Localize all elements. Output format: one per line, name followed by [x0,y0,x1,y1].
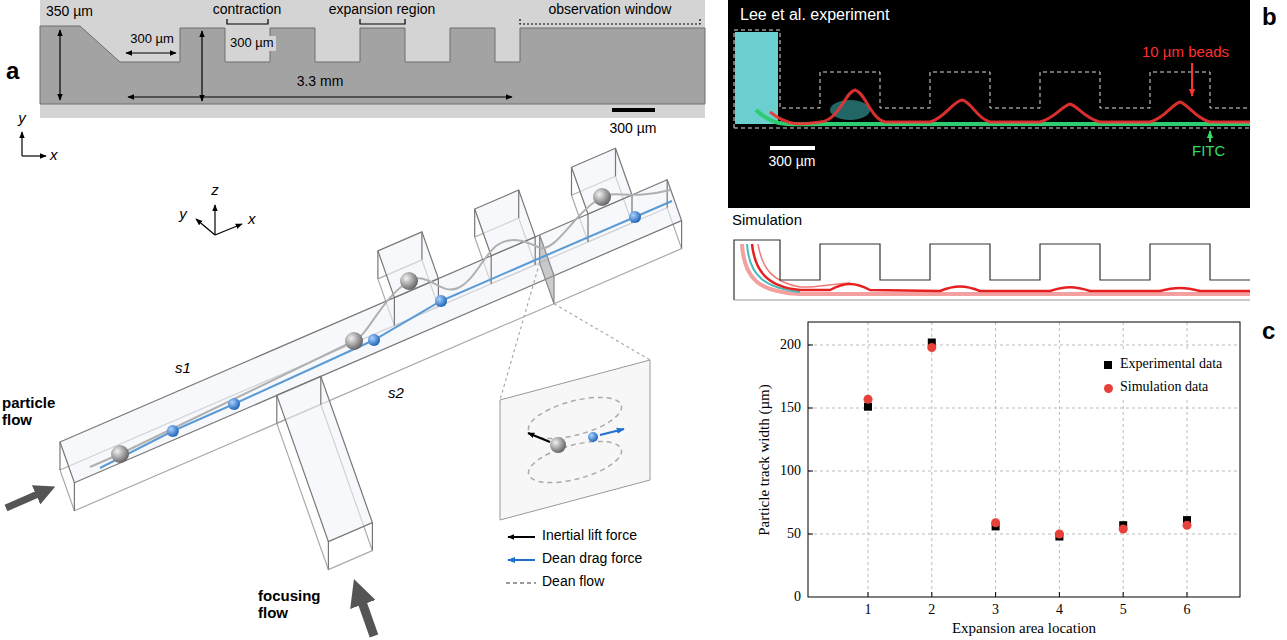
callout-label: FITC [1192,143,1225,160]
axes-3d [196,205,242,235]
dimension-label: 300 µm [128,32,176,47]
legend-text: Dean flow [542,574,604,590]
axis-title: Particle track width (µm) [756,384,773,536]
flow-label: particle flow [2,395,74,429]
panel-letter: c [1262,318,1275,345]
legend-text: Inertial lift force [542,528,637,544]
axis-letter: x [50,147,58,164]
tick-label: 0 [794,589,801,605]
channel-3d [60,148,682,569]
axis-letter: x [248,211,256,228]
dimension-label: 350 µm [44,4,95,20]
simulation-points [864,343,1192,539]
tick-label: 50 [787,526,801,542]
tick-label: 2 [928,602,935,618]
dimension-label: 3.3 mm [295,74,346,90]
cross-section-inset [500,360,650,520]
legend-ground [1095,352,1238,400]
chart-grid [808,322,1240,597]
axes-2d [22,132,46,156]
tick-label: 1 [865,602,872,618]
tick-label: 150 [780,400,801,416]
wall-label: s2 [388,385,404,402]
axis-letter: y [18,110,26,127]
region-label: observation window [547,2,674,18]
tick-label: 3 [992,602,999,618]
flow-label: focusing flow [258,588,342,622]
dimension-lines [60,19,700,101]
scale-label: 300 µm [610,121,657,137]
tick-label: 100 [780,463,801,479]
chart-frame [808,322,1240,597]
tick-label: 6 [1184,602,1191,618]
tick-label: 200 [780,337,801,353]
tick-label: 4 [1056,602,1063,618]
legend-swatch [1104,384,1113,393]
flow-arrows [6,494,374,636]
panel-letter: a [6,58,19,85]
axis-letter: z [211,182,219,199]
simulation-image [734,240,1250,300]
image-title: Simulation [732,212,802,229]
experiment-image [728,0,1250,208]
image-title: Lee et al. experiment [740,6,889,24]
dimension-label: 300 µm [228,36,276,51]
region-label: contraction [211,2,283,18]
micrograph [40,0,705,118]
callout-label: 10 µm beads [1142,44,1229,61]
tick-label: 5 [1120,602,1127,618]
axis-title: Expansion area location [952,620,1096,637]
scale-label: 300 µm [769,154,816,170]
region-label: expansion region [327,2,438,18]
legend-swatch [1104,361,1112,369]
wall-label: s1 [175,360,191,377]
legend-text: Simulation data [1120,379,1208,395]
legend-text: Experimental data [1120,356,1222,372]
axis-letter: y [179,206,187,223]
inset-legend-samples [506,537,536,583]
scale-bar [612,108,655,112]
legend-text: Dean drag force [542,551,642,567]
panel-letter: b [1262,4,1277,31]
